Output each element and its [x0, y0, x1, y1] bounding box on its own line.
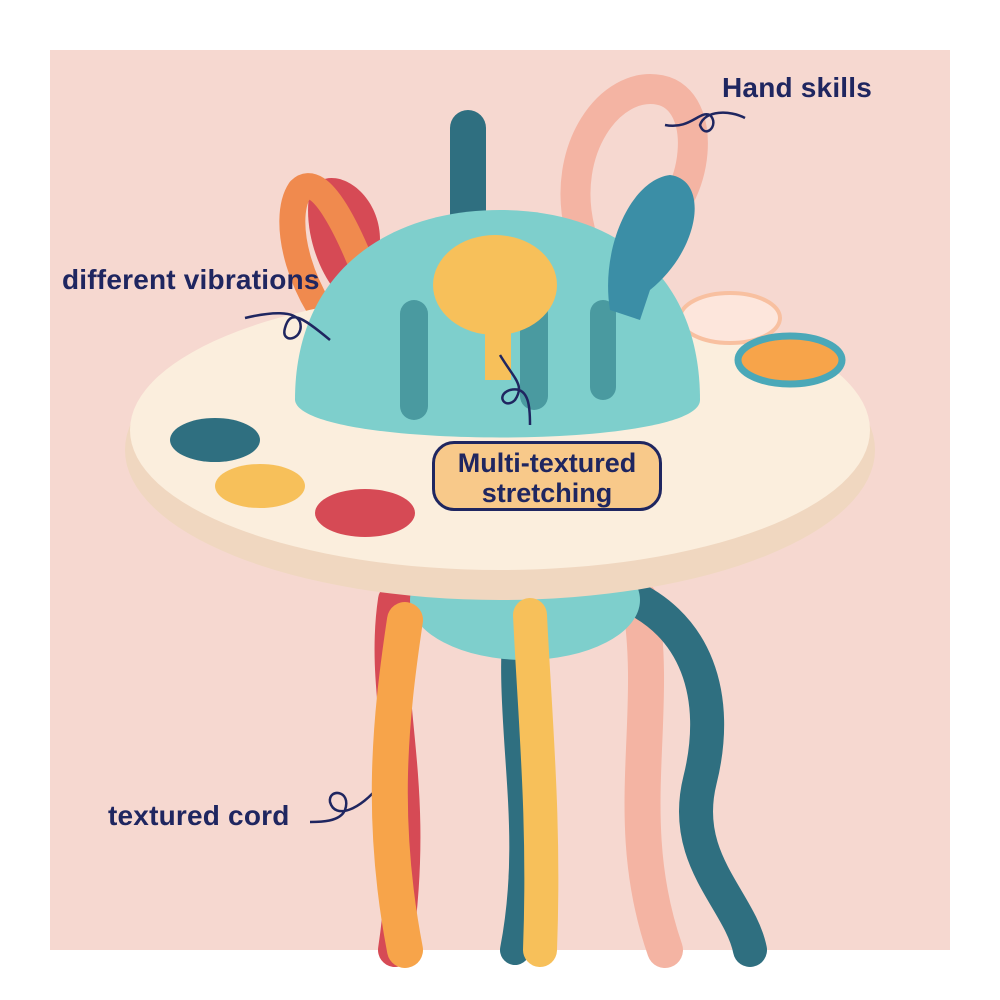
- orange-bubble: [734, 332, 846, 388]
- different-vibrations-label: different vibrations: [62, 264, 320, 295]
- hand-skills-arrow: [664, 111, 746, 133]
- dome-slot-3: [590, 300, 616, 400]
- orange-cord: [371, 602, 423, 968]
- yellow-bubble: [215, 464, 305, 508]
- yellow-knob: [433, 235, 557, 335]
- teal-cord-right: [598, 573, 767, 967]
- dome-slot-1: [400, 300, 428, 420]
- vibrations-arrow: [244, 312, 331, 341]
- yellow-cord: [513, 598, 559, 967]
- badge-line-1: Multi-textured: [457, 448, 637, 478]
- cord-arrow: [309, 784, 381, 824]
- hand-skills-label: Hand skills: [722, 72, 873, 103]
- stretching-arrow: [498, 354, 532, 426]
- red-bubble: [315, 489, 415, 537]
- multi-textured-stretching-badge: Multi-textured stretching: [432, 441, 662, 511]
- teal-bubble: [170, 418, 260, 462]
- teal-paddle: [608, 175, 695, 320]
- badge-line-2: stretching: [481, 478, 613, 508]
- textured-cord-label: textured cord: [108, 800, 290, 831]
- peach-cord: [622, 582, 683, 968]
